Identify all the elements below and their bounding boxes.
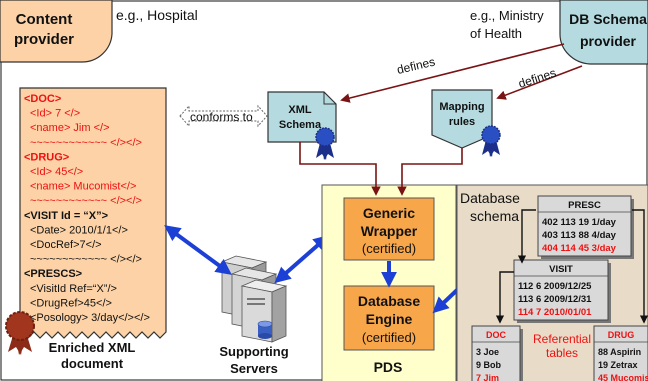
database-engine-label-3: (certified) <box>362 330 416 345</box>
generic-wrapper-box: Generic Wrapper (certified) <box>343 197 435 261</box>
presc-to-drug-arrow <box>632 209 648 324</box>
table-presc-title: PRESC <box>568 200 601 211</box>
defines-arrow-mapping-rules <box>496 65 583 100</box>
xml-line: ~~~~~~~~~~~~ </></> <box>30 195 142 207</box>
xml-line: <DOC> <box>24 93 61 105</box>
defines-arrow-xml-schema <box>340 43 565 103</box>
table-presc-row: 403 113 88 4/day <box>542 230 617 241</box>
xml-line: <Date> 2010/1/1</> <box>30 224 128 236</box>
db-schema-provider: DB Schema provider <box>559 0 648 65</box>
table-doc-row: 7 Jim <box>476 373 499 381</box>
xml-line: <DRUG> <box>24 151 69 163</box>
xml-line: <name> Jim </> <box>30 122 110 134</box>
mapping-rules-label-1: Mapping <box>439 101 484 113</box>
xml-line: ~~~~~~~~~~~~ </></> <box>30 137 142 149</box>
xml-schema-label-2: Schema <box>279 119 322 131</box>
content-provider-shape <box>0 0 113 63</box>
xml-line: ~~~~~~~~~~~~ </></> <box>30 254 142 266</box>
referential-tables-label-2: tables <box>546 346 578 360</box>
generic-wrapper-label-1: Generic <box>363 205 415 221</box>
xml-line: <PRESCS> <box>24 268 82 280</box>
xml-document-shape <box>19 87 167 339</box>
xml-to-servers-arrow <box>164 225 232 275</box>
xml-line: <DrugRef>45</> <box>30 297 112 309</box>
table-visit-row: 113 6 2009/12/31 <box>518 294 592 305</box>
table-doc-row: 9 Bob <box>476 360 502 370</box>
document-seal-icon <box>5 311 35 355</box>
xml-document-lines: <DOC> <Id> 7 </> <name> Jim </> ~~~~~~~~~~~… <box>24 93 150 324</box>
xml-line: <VISIT Id = “X”> <box>24 210 108 222</box>
supporting-servers-icon <box>220 255 288 343</box>
table-presc: PRESC 402 113 19 1/day 403 113 88 4/day 404… <box>537 195 634 259</box>
xml-document: <DOC> <Id> 7 </> <name> Jim </> ~~~~~~~~~~~… <box>19 87 167 339</box>
db-schema-provider-example-1: e.g., Ministry <box>470 8 544 23</box>
mapping-rules: Mapping rules <box>431 89 501 157</box>
table-doc: DOC 3 Joe 9 Bob 7 Jim <box>471 325 523 381</box>
xml-line: <name> Mucomist</> <box>30 181 136 193</box>
table-visit-row: 114 7 2010/01/01 <box>518 307 592 318</box>
referential-tables-label-1: Referential <box>533 332 591 346</box>
generic-wrapper-label-2: Wrapper <box>361 223 418 239</box>
database-schema-label-1: Database <box>460 190 520 206</box>
table-drug: DRUG 88 Aspirin 19 Zetrax 45 Mucomist <box>593 325 648 381</box>
content-provider-title-1: Content <box>16 11 73 28</box>
table-presc-row: 404 114 45 3/day <box>542 243 617 254</box>
database-tables: PRESC 402 113 19 1/day 403 113 88 4/day 404… <box>471 195 648 381</box>
xml-line: <DocRef>7</> <box>30 239 102 251</box>
xml-line: <Id> 45</> <box>30 166 83 178</box>
database-engine-label-1: Database <box>358 293 420 309</box>
db-schema-provider-title-2: provider <box>580 33 637 49</box>
content-provider-title-2: provider <box>14 31 74 48</box>
mapping-rules-seal-icon <box>481 125 501 157</box>
xml-schema: XML Schema <box>267 91 337 160</box>
xml-schema-seal-icon <box>315 127 335 160</box>
servers-to-pds-arrow <box>274 234 330 284</box>
presc-to-visit-arrow <box>517 209 536 264</box>
table-drug-title: DRUG <box>608 330 635 340</box>
mapping-rules-label-2: rules <box>449 116 475 128</box>
database-engine-box: Database Engine (certified) <box>343 285 435 351</box>
table-visit: VISIT 112 6 2009/12/25 113 6 2009/12/31 114… <box>513 259 611 323</box>
visit-to-doc-arrow <box>495 271 514 324</box>
conforms-to-arrow <box>179 104 268 128</box>
supporting-servers-label-2: Servers <box>230 361 278 376</box>
table-visit-title: VISIT <box>549 264 573 275</box>
pds-label: PDS <box>374 359 403 375</box>
database-schema-label-2: schema <box>470 208 519 224</box>
mapping-rules-shape <box>431 89 493 149</box>
table-drug-row: 19 Zetrax <box>598 360 638 370</box>
xml-document-caption-2: document <box>61 356 124 371</box>
xml-schema-label-1: XML <box>288 104 312 116</box>
content-provider-example: e.g., Hospital <box>116 7 198 23</box>
table-drug-row: 45 Mucomist <box>598 373 648 381</box>
table-presc-row: 402 113 19 1/day <box>542 217 617 228</box>
xml-line: <VisitId Ref=“X”/> <box>30 283 117 295</box>
supporting-servers-label-1: Supporting <box>219 344 288 359</box>
xml-line: <Posology> 3/day</></> <box>30 312 150 324</box>
mapping-rules-to-wrapper-arrow <box>397 148 463 196</box>
table-doc-row: 3 Joe <box>476 347 499 357</box>
xml-schema-fold <box>323 92 336 105</box>
database-engine-label-2: Engine <box>366 311 413 327</box>
table-visit-row: 112 6 2009/12/25 <box>518 281 592 292</box>
content-provider: Content provider <box>0 0 113 63</box>
conforms-to-label: conforms to <box>190 110 253 124</box>
db-schema-provider-example-2: of Health <box>470 26 522 41</box>
table-doc-title: DOC <box>486 330 507 340</box>
generic-wrapper-label-3: (certified) <box>362 241 416 256</box>
xml-line: <Id> 7 </> <box>30 108 80 120</box>
db-schema-provider-title-1: DB Schema <box>569 11 647 27</box>
table-drug-row: 88 Aspirin <box>598 347 641 357</box>
xml-document-caption-1: Enriched XML <box>49 340 136 355</box>
db-schema-provider-shape <box>559 0 648 65</box>
xml-schema-to-wrapper-arrow <box>299 142 381 196</box>
